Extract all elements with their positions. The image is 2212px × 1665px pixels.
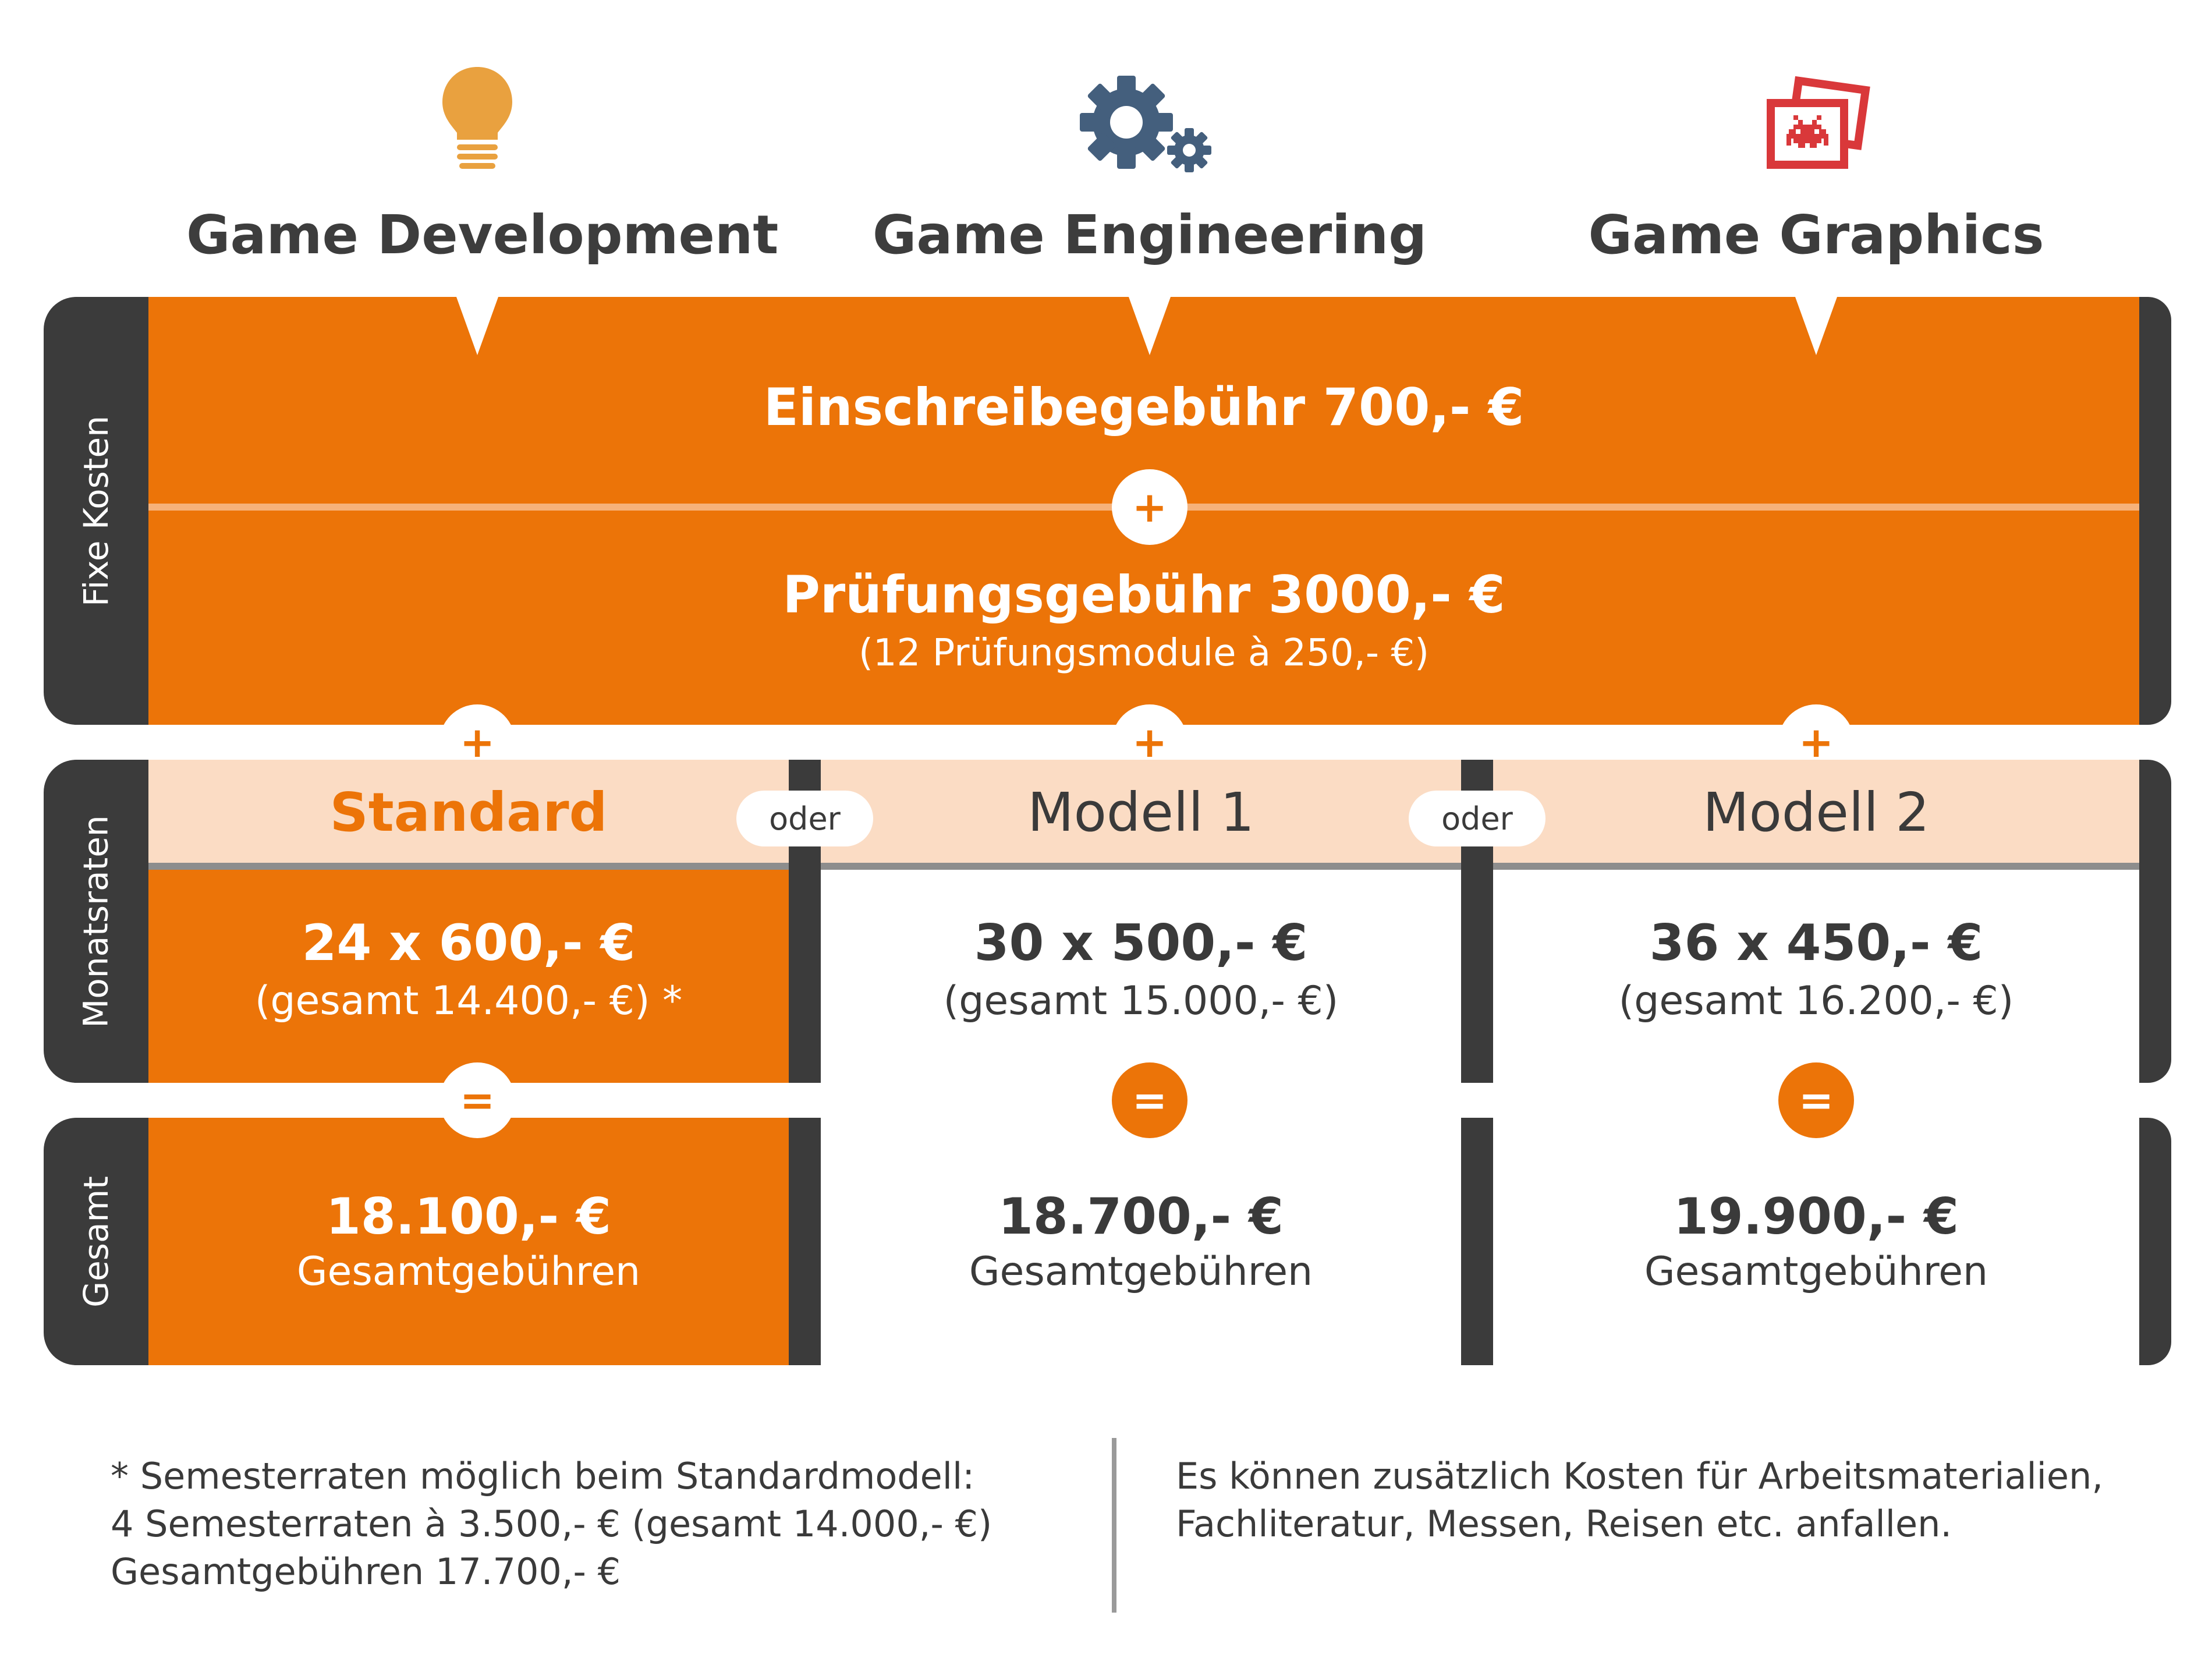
model-header-modell-1 [821, 760, 1461, 865]
model-header-standard [148, 760, 789, 865]
column-title: Game Graphics [1588, 204, 2044, 266]
pointer-notch [1795, 297, 1837, 355]
standard-total-cell [148, 1118, 789, 1365]
column-header-graphics: Game Graphics [1525, 58, 2107, 266]
total-label-modell-1: Gesamtgebühren [969, 1249, 1313, 1295]
enrollment-fee: Einschreibegebühr 700,- € [763, 377, 1525, 437]
space-invader-photo-icon [1525, 58, 2107, 175]
rate-standard: 24 x 600,- € [302, 914, 636, 972]
footnote-line: Fachliteratur, Messen, Reisen etc. anfal… [1176, 1503, 1952, 1545]
rate-total-modell-1: (gesamt 15.000,- €) [943, 978, 1339, 1024]
lightbulb-icon [186, 58, 768, 175]
or-pill: oder [1409, 791, 1545, 846]
equals-badge: = [439, 1062, 515, 1138]
side-label-monthly: Monatsraten [44, 760, 148, 1083]
side-label-total: Gesamt [44, 1118, 148, 1365]
right-frame-monthly [2139, 760, 2171, 1083]
gears-icon [859, 58, 1441, 175]
equals-badge: = [1112, 1062, 1187, 1138]
footnote-semester-rates: * Semesterraten möglich beim Standardmod… [111, 1453, 1071, 1596]
column-header-engineering: Game Engineering [859, 58, 1441, 266]
pointer-notch [1129, 297, 1171, 355]
total-modell-1: 18.700,- € [998, 1188, 1284, 1246]
exam-fee-detail: (12 Prüfungsmodule à 250,- €) [858, 632, 1430, 675]
column-separator [789, 1118, 821, 1365]
header-underline [148, 863, 789, 870]
model-name-modell-2: Modell 2 [1703, 781, 1930, 844]
right-frame-fixed [2139, 297, 2171, 725]
footnote-line: 4 Semesterraten à 3.500,- € (gesamt 14.0… [111, 1503, 992, 1545]
side-label-fixed-costs: Fixe Kosten [44, 297, 148, 725]
footnote-divider [1112, 1438, 1116, 1613]
model-name-modell-1: Modell 1 [1027, 781, 1254, 844]
footnote-line: * Semesterraten möglich beim Standardmod… [111, 1455, 975, 1497]
or-pill: oder [736, 791, 873, 846]
column-header-development: Game Development [186, 58, 779, 266]
total-standard: 18.100,- € [325, 1188, 611, 1246]
rate-total-standard: (gesamt 14.400,- €) * [254, 978, 683, 1024]
right-frame-total [2139, 1118, 2171, 1365]
total-label-standard: Gesamtgebühren [296, 1249, 641, 1295]
equals-badge: = [1778, 1062, 1854, 1138]
rate-total-modell-2: (gesamt 16.200,- €) [1618, 978, 2014, 1024]
column-title: Game Development [186, 204, 779, 266]
column-separator [1461, 1118, 1493, 1365]
header-underline [1493, 863, 2139, 870]
footnote-line: Es können zusätzlich Kosten für Arbeitsm… [1176, 1455, 2104, 1497]
rate-modell-2: 36 x 450,- € [1649, 914, 1983, 972]
total-label-modell-2: Gesamtgebühren [1644, 1249, 1988, 1295]
standard-rate-cell [148, 870, 789, 1083]
footnote-line: Gesamtgebühren 17.700,- € [111, 1550, 621, 1593]
plus-badge: + [1112, 469, 1187, 545]
model-name-standard: Standard [329, 781, 608, 844]
column-title: Game Engineering [872, 204, 1427, 266]
footnote-additional-costs: Es können zusätzlich Kosten für Arbeitsm… [1176, 1453, 2165, 1548]
total-modell-2: 19.900,- € [1673, 1188, 1959, 1246]
model-header-modell-2 [1493, 760, 2139, 865]
header-underline [821, 863, 1461, 870]
pointer-notch [456, 297, 498, 355]
exam-fee: Prüfungsgebühr 3000,- € [782, 565, 1505, 625]
rate-modell-1: 30 x 500,- € [974, 914, 1308, 972]
